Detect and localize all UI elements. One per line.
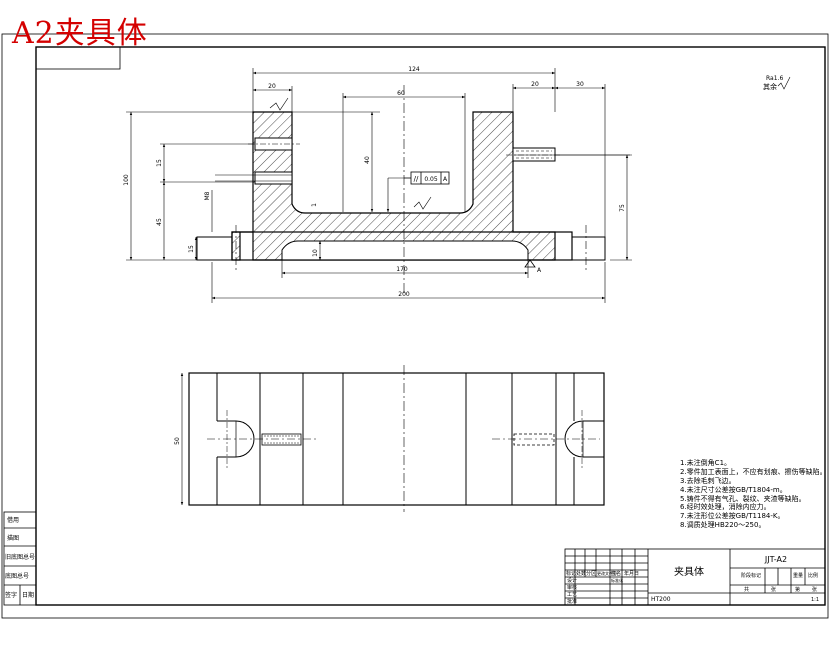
- tb-header-3: 更改文件号: [597, 570, 617, 576]
- tb-role-2: 工艺: [567, 592, 577, 598]
- requirement-6: 6.经时效处理，消除内应力。: [680, 503, 771, 512]
- side-label-3: 底图总号: [5, 572, 29, 580]
- section-body-hatched: [231, 111, 556, 261]
- code-box: [35, 46, 121, 70]
- title-block: [564, 548, 826, 606]
- plan-left-thread: [261, 433, 302, 446]
- tb-stage-0: 阶段标记: [741, 572, 761, 579]
- plan-view: [180, 365, 605, 512]
- dim-right-height: 75: [619, 204, 626, 212]
- requirement-4: 4.未注尺寸公差按GB/T1804-m。: [680, 485, 787, 494]
- tol-value: 0.05: [424, 176, 438, 183]
- plan-outline: [188, 372, 605, 506]
- right-u-slot: [564, 420, 604, 458]
- requirement-2: 2.零件加工表面上，不应有划痕、擦伤等缺陷。: [680, 467, 827, 476]
- tb-header-0: 标记: [566, 570, 576, 577]
- technical-requirements: 1.未注倒角C1。 2.零件加工表面上，不应有划痕、擦伤等缺陷。 3.去除毛刺飞…: [680, 459, 827, 530]
- dim-overall-width: 124: [408, 66, 420, 73]
- dim-center-slot: 60: [397, 90, 405, 97]
- roughness-symbol: Ra1.6: [766, 75, 783, 82]
- dim-slot-depth: 40: [364, 156, 371, 164]
- requirement-3: 3.去除毛刺飞边。: [680, 476, 736, 485]
- tb-sheet-0: 共: [744, 586, 749, 593]
- tb-header-4: 签名: [611, 570, 621, 577]
- requirement-7: 7.未注形位公差按GB/T1184-K。: [680, 512, 785, 521]
- left-u-slot: [217, 420, 255, 458]
- side-panel: [3, 511, 37, 606]
- base-flange-left: [196, 236, 233, 261]
- dim-base-gap: 10: [312, 249, 319, 257]
- tb-std: 标准化: [611, 577, 623, 583]
- tb-role-0: 设计: [567, 577, 577, 584]
- dim-bottom-inner: 170: [396, 266, 408, 273]
- datum-label: A: [537, 267, 542, 274]
- side-label-0: 借用: [7, 516, 19, 524]
- tb-part-name: 夹具体: [674, 565, 704, 578]
- tb-material: HT200: [651, 596, 671, 603]
- dim-thread: M8: [204, 191, 211, 200]
- dim-right-offset: 30: [576, 81, 584, 88]
- plan-right-thread: [513, 433, 555, 446]
- tb-scale: 1:1: [811, 597, 819, 603]
- side-label-2: 旧底图总号: [5, 553, 35, 561]
- tb-stage-1: 重量: [793, 572, 803, 579]
- side-label-5: 日期: [22, 591, 34, 599]
- right-hole: [512, 147, 556, 162]
- requirement-8: 8.调质处理HB220～250。: [680, 521, 766, 530]
- dim-chamfer: 1: [311, 203, 318, 207]
- sheet-title: A2夹具体: [12, 16, 148, 51]
- dim-step: 15: [188, 245, 195, 253]
- base-recess: [281, 240, 529, 261]
- dim-lower-left: 45: [156, 218, 163, 226]
- side-label-1: 描图: [7, 534, 19, 542]
- dim-right-lug: 20: [531, 81, 539, 88]
- dim-left-lug: 20: [268, 83, 276, 90]
- roughness-icon: [777, 76, 791, 90]
- requirement-5: 5.铸件不得有气孔、裂纹、夹渣等缺陷。: [680, 494, 806, 503]
- section-view: [196, 85, 606, 296]
- tb-sheet-3: 张: [812, 586, 817, 593]
- tb-header-5: 年月日: [624, 570, 639, 577]
- dim-height-left: 100: [123, 174, 130, 186]
- top-dimensions: [126, 68, 632, 303]
- tb-drawing-no: JJT-A2: [764, 555, 787, 564]
- inner-border: [35, 46, 826, 606]
- tb-role-1: 审核: [567, 584, 577, 591]
- dimension-labels: 124 20 60 20 30 100 15 45 40 75 15 M8 1 …: [123, 66, 783, 298]
- tb-header-1: 处数: [576, 570, 586, 577]
- tol-symbol: //: [414, 175, 419, 183]
- tol-datum: A: [443, 176, 448, 183]
- requirement-1: 1.未注倒角C1。: [680, 459, 732, 467]
- tb-role-3: 批准: [567, 598, 577, 605]
- tolerance-frame: // 0.05 A: [410, 171, 450, 185]
- tb-header-2: 分区: [586, 570, 596, 577]
- dim-plan-width: 50: [174, 437, 181, 445]
- side-label-4: 签字: [5, 591, 17, 599]
- roughness-note: 其余: [763, 82, 777, 91]
- outer-border: [1, 33, 829, 619]
- dim-bottom-overall: 200: [398, 291, 410, 298]
- tb-stage-2: 比例: [808, 572, 818, 579]
- datum-a: A: [524, 259, 542, 274]
- tb-sheet-1: 张: [771, 586, 776, 593]
- left-hole-lower: [254, 171, 293, 185]
- tb-sheet-2: 第: [795, 586, 800, 593]
- dim-hole-pitch: 15: [156, 159, 163, 167]
- base-flange-right: [571, 236, 606, 261]
